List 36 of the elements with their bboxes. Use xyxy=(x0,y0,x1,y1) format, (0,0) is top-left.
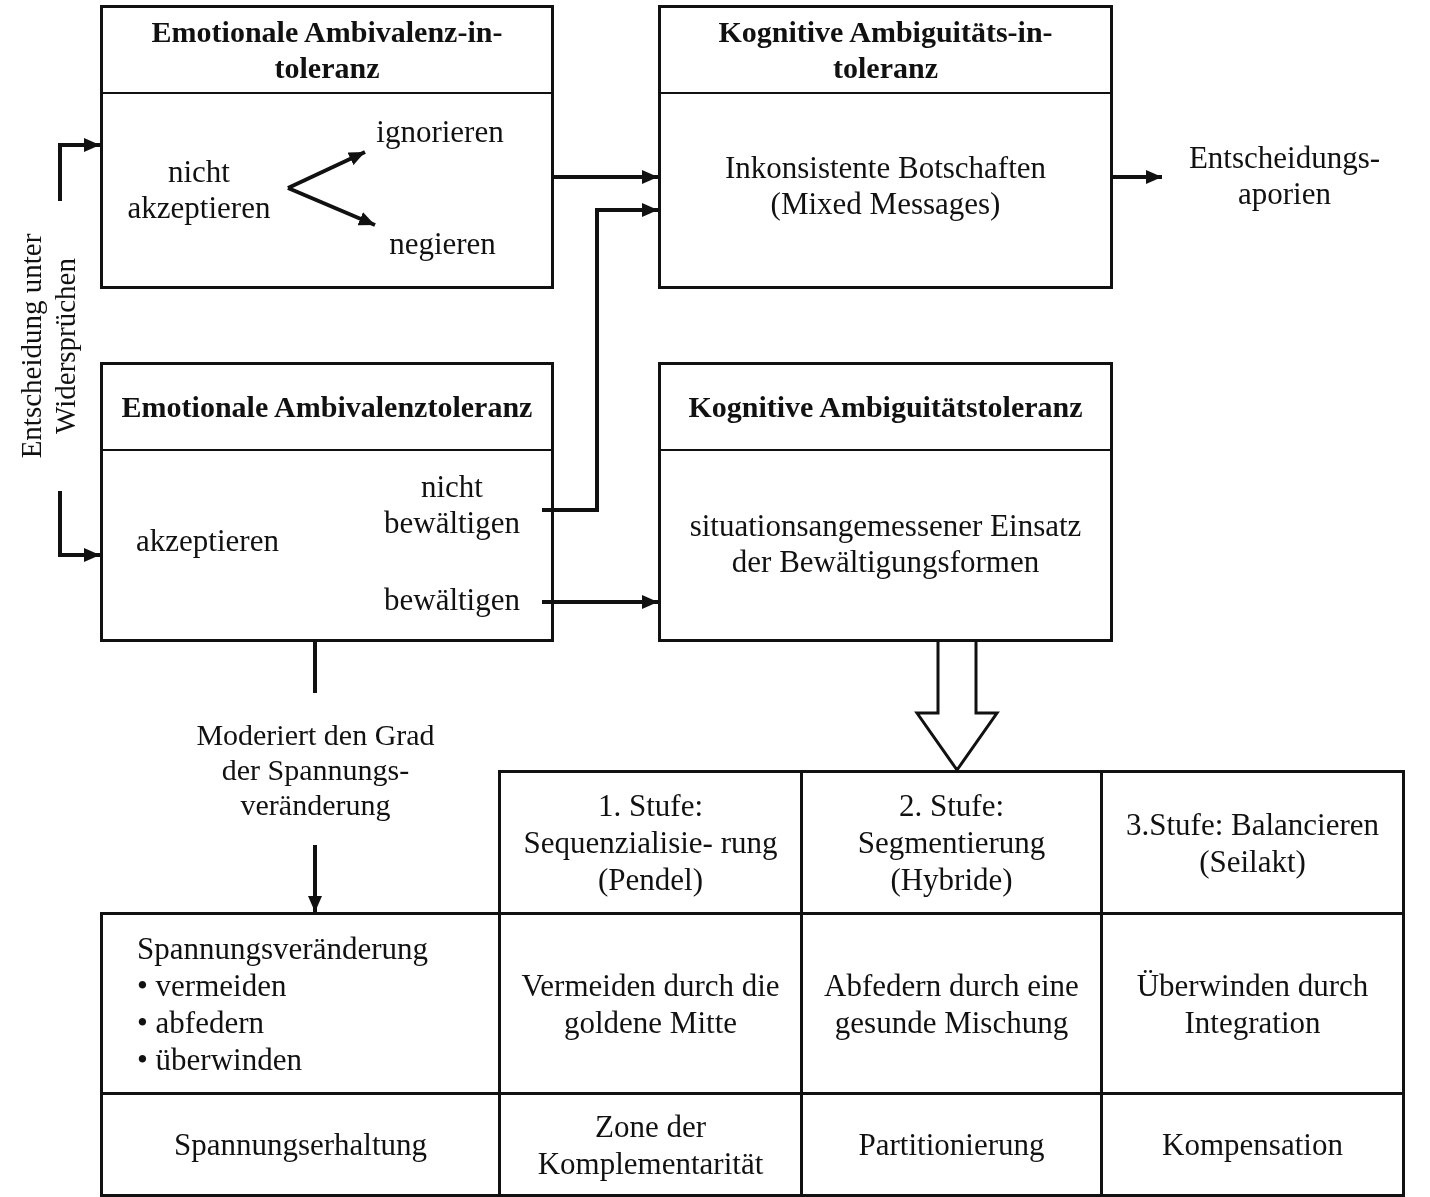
text-label: bewältigen xyxy=(362,580,542,620)
arrow xyxy=(287,186,376,227)
text-label: nicht akzeptieren xyxy=(110,150,288,230)
cell-text: Spannungsveränderung xyxy=(137,929,428,967)
bullet-item: • abfedern xyxy=(137,1003,265,1041)
process-box xyxy=(100,5,554,289)
arrow xyxy=(542,203,658,512)
arrow xyxy=(58,138,100,201)
bullet-item: • vermeiden xyxy=(137,966,287,1004)
table-cell xyxy=(100,912,501,1095)
process-box xyxy=(658,5,1113,289)
box-text: akzeptieren xyxy=(135,522,280,560)
box-heading: Kognitive Ambiguitätstoleranz xyxy=(661,365,1110,451)
arrow xyxy=(58,491,100,562)
box-heading: Emotionale Ambivalenztoleranz xyxy=(103,365,551,451)
text-label: negieren xyxy=(375,224,510,264)
bullet-item: • überwinden xyxy=(137,1040,302,1078)
arrow xyxy=(1113,170,1162,184)
text-label: Entscheidung unter Widersprüchen xyxy=(12,201,84,491)
table-cell: 1. Stufe: Sequenzialisie- rung (Pendel) xyxy=(498,770,803,915)
box-heading: Kognitive Ambiguitäts-in-toleranz xyxy=(661,8,1110,94)
text-label: Entscheidungs- aporien xyxy=(1162,138,1407,214)
text-label: ignorieren xyxy=(365,112,515,152)
table-cell: 3.Stufe: Balancieren (Seilakt) xyxy=(1100,770,1405,915)
box-text: situationsangemessener Einsatz der Bewältigungsformen xyxy=(688,507,1083,581)
table-cell: Kompensation xyxy=(1100,1092,1405,1197)
arrow xyxy=(287,150,366,190)
arrow xyxy=(542,595,658,609)
box-text: Inkonsistente Botschaften (Mixed Messages) xyxy=(723,149,1048,223)
process-box xyxy=(100,362,554,642)
arrow xyxy=(554,170,658,184)
process-box xyxy=(658,362,1113,642)
text-label: nicht bewältigen xyxy=(362,466,542,544)
table-cell: Spannungserhaltung xyxy=(100,1092,501,1197)
block-arrow xyxy=(914,640,1000,773)
box-heading: Emotionale Ambivalenz-in-toleranz xyxy=(103,8,551,94)
